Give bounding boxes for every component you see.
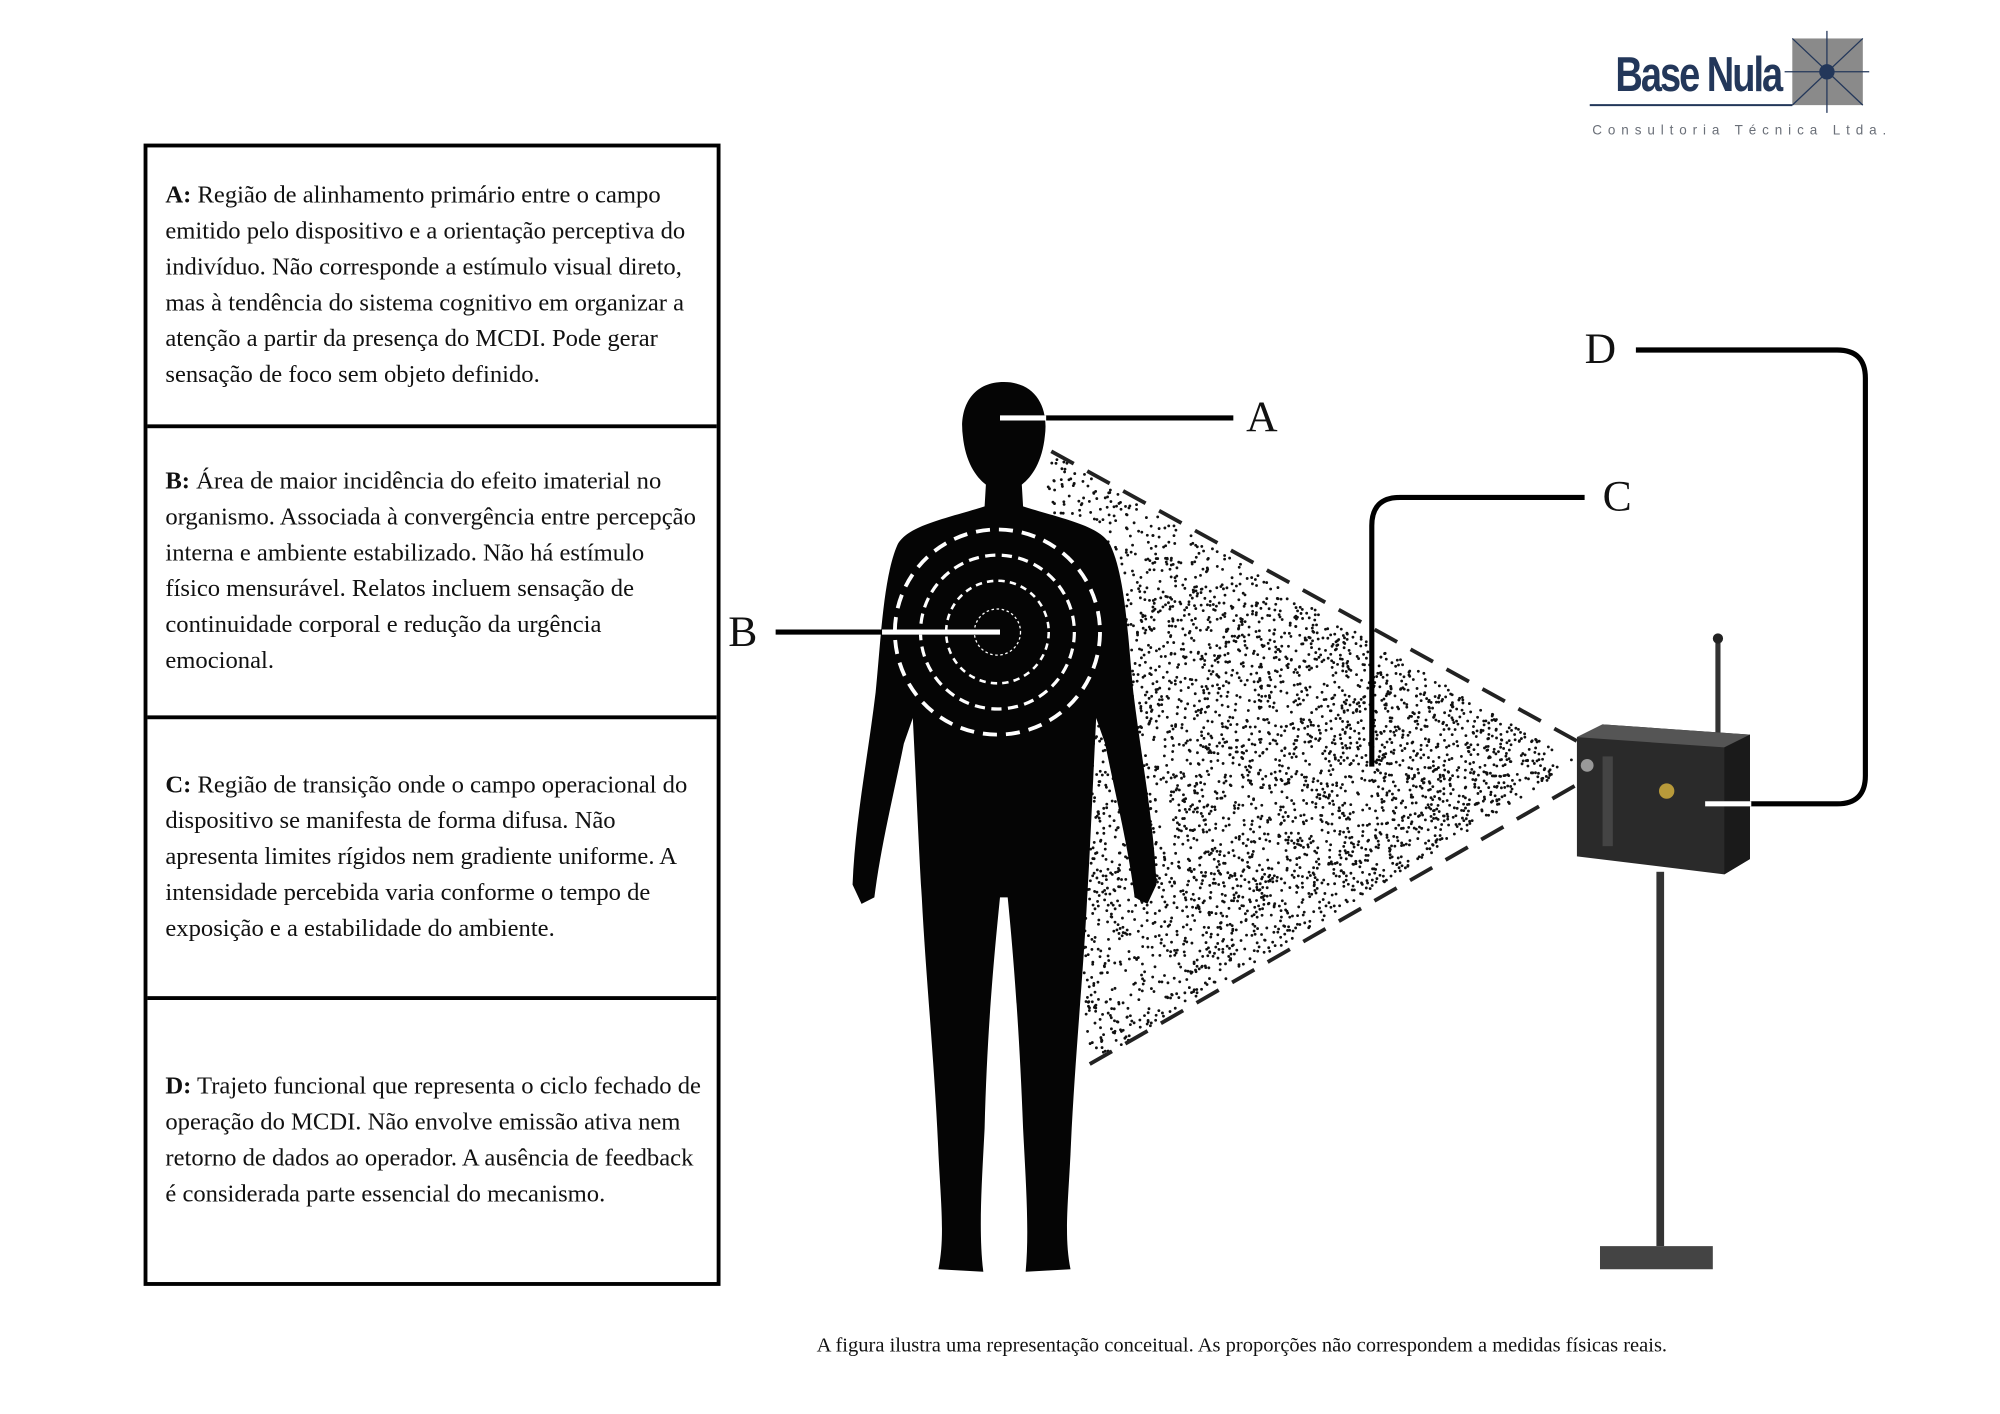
field-boundary-bottom [1088, 782, 1578, 1066]
legend-table: A: Região de alinhamento primário entre … [143, 143, 721, 1286]
label-a: A [1246, 393, 1278, 442]
legend-item-b: B: Área de maior incidência do efeito im… [147, 428, 717, 720]
legend-key: D: [165, 1073, 192, 1100]
field-boundary-top [1050, 449, 1578, 743]
label-c: C [1602, 473, 1632, 521]
legend-key: C: [165, 771, 192, 799]
legend-key: A: [165, 182, 192, 209]
leader-c [1369, 494, 1585, 767]
legend-item-d: D: Trajeto funcional que representa o ci… [147, 1000, 716, 1282]
logo-mark-icon [1589, 30, 1870, 113]
label-d: D [1584, 325, 1617, 374]
label-b: B [728, 608, 758, 657]
logo-name: Base Nula [1615, 48, 1783, 103]
legend-key: B: [165, 467, 190, 495]
leader-d [1635, 347, 1868, 807]
legend-item-c: C: Região de transição onde o campo oper… [147, 719, 717, 1000]
legend-text: Trajeto funcional que representa o ciclo… [165, 1073, 701, 1208]
legend-text: Região de transição onde o campo operaci… [165, 771, 688, 943]
logo: Base Nula Consultoria Técnica Ltda. [1587, 30, 1886, 146]
human-silhouette [852, 382, 1157, 1272]
device-mcdi [1576, 633, 1750, 1270]
figure-caption: A figura ilustra uma representação conce… [816, 1334, 1668, 1357]
legend-text: Área de maior incidência do efeito imate… [165, 467, 696, 675]
legend-text: Região de alinhamento primário entre o c… [165, 182, 686, 389]
logo-subtitle: Consultoria Técnica Ltda. [1592, 123, 1893, 139]
legend-item-a: A: Região de alinhamento primário entre … [147, 147, 717, 429]
